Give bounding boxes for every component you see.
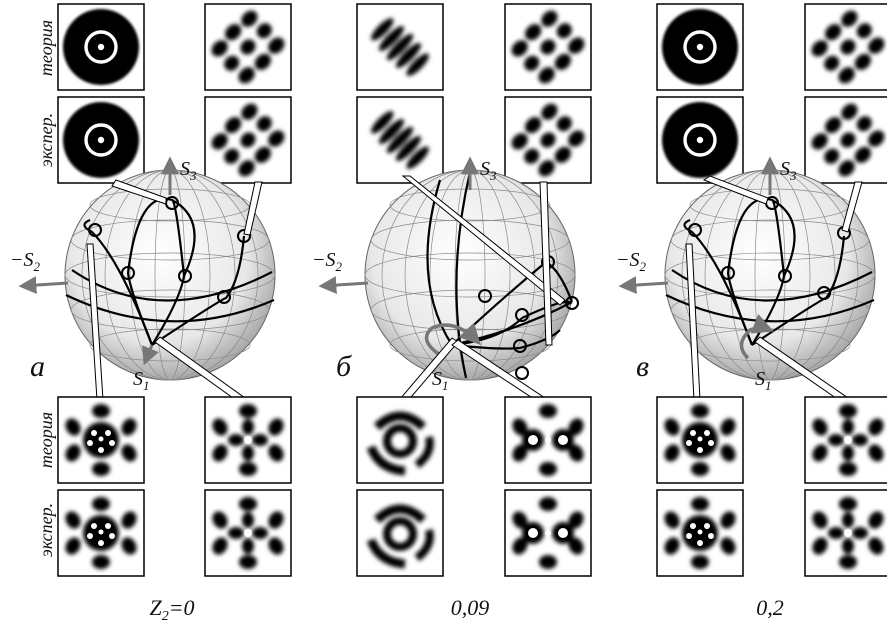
tile-a-top-exp-left bbox=[58, 97, 144, 183]
tile-a-top-theory-right bbox=[204, 3, 292, 91]
panel-letter-b: б bbox=[336, 350, 352, 383]
axis-label-s2-a: −S2 bbox=[10, 249, 41, 274]
axis-label-s3-b: S3 bbox=[480, 158, 497, 183]
tile-b-top-exp-left bbox=[356, 96, 444, 184]
axis-label-s2-b: −S2 bbox=[312, 249, 343, 274]
tile-a-top-theory-left bbox=[58, 4, 144, 90]
tile-c-bottom-exp-left bbox=[656, 489, 744, 577]
tile-b-bottom-theory-left bbox=[357, 397, 443, 483]
panel-letter-c: в bbox=[636, 350, 649, 383]
axis-s2-a bbox=[18, 276, 69, 295]
tile-a-bottom-theory-right bbox=[204, 396, 292, 484]
tile-c-top-exp-left bbox=[657, 97, 743, 183]
tile-b-bottom-theory-right bbox=[504, 396, 592, 484]
poincare-sphere-b bbox=[364, 169, 579, 381]
row-label-top-theory: теория bbox=[36, 20, 56, 76]
tile-b-top-theory-left bbox=[356, 3, 444, 91]
axis-s1-a bbox=[142, 344, 159, 366]
tile-c-top-exp-right bbox=[804, 96, 887, 184]
axis-s2-b bbox=[318, 276, 369, 295]
tile-c-top-theory-left bbox=[657, 4, 743, 90]
panel-b: S3 −S2 S1 б 0,09 bbox=[312, 3, 592, 620]
tile-a-top-exp-right bbox=[204, 96, 292, 184]
row-label-bottom-theory: теория bbox=[36, 412, 56, 468]
poincare-sphere-a bbox=[64, 169, 276, 381]
axis-label-s3-a: S3 bbox=[180, 158, 197, 183]
poincare-sphere-c bbox=[664, 169, 876, 381]
tile-b-bottom-exp-right bbox=[504, 489, 592, 577]
tile-b-top-theory-right bbox=[504, 3, 592, 91]
tile-c-bottom-theory-left bbox=[656, 396, 744, 484]
panel-letter-a: а bbox=[30, 350, 45, 383]
tile-c-bottom-exp-right bbox=[804, 489, 887, 577]
axis-label-s3-c: S3 bbox=[780, 158, 797, 183]
tile-b-bottom-exp-left bbox=[357, 490, 443, 576]
tile-b-top-exp-right bbox=[504, 96, 592, 184]
tile-a-bottom-exp-right bbox=[204, 489, 292, 577]
rotation-arrow-c bbox=[739, 314, 774, 360]
panel-c: S3 −S2 S1 в 0,2 bbox=[616, 4, 887, 620]
tile-c-top-theory-right bbox=[804, 3, 887, 91]
axis-label-s2-c: −S2 bbox=[616, 249, 647, 274]
caption-a: Z2=0 bbox=[149, 595, 194, 621]
axis-s2-c bbox=[618, 276, 669, 295]
tile-a-bottom-theory-left bbox=[57, 396, 145, 484]
panel-a: S3 −S2 S1 а Z2=0 bbox=[10, 3, 292, 621]
caption-c: 0,2 bbox=[756, 595, 784, 620]
row-label-top-experiment: экспер. bbox=[36, 113, 56, 167]
tile-c-bottom-theory-right bbox=[804, 396, 887, 484]
row-label-bottom-experiment: экспер. bbox=[36, 503, 56, 557]
caption-b: 0,09 bbox=[451, 595, 490, 620]
tile-a-bottom-exp-left bbox=[57, 489, 145, 577]
rotation-arrow-b bbox=[424, 322, 481, 357]
